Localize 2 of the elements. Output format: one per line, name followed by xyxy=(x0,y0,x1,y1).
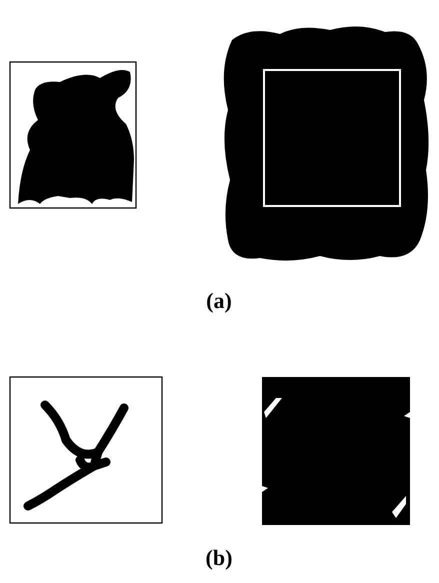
panel-label: (b) xyxy=(206,545,232,571)
panel-label: (a) xyxy=(206,288,232,314)
